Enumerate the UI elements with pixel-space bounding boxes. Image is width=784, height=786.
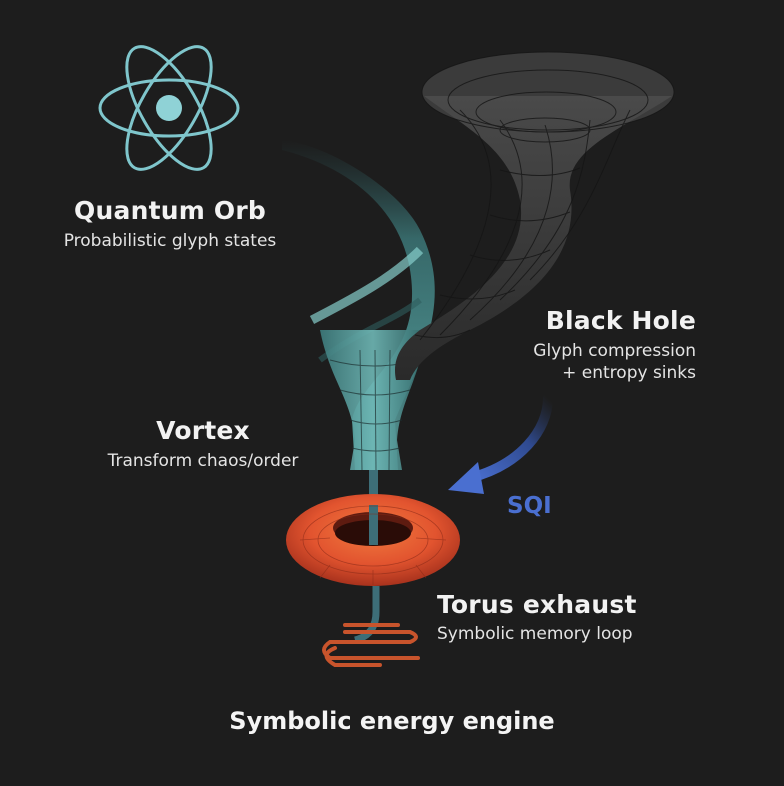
black-hole-line1: Glyph compression <box>533 341 696 361</box>
black-hole-label: Black Hole Glyph compression + entropy s… <box>480 306 696 383</box>
quantum-orb-label: Quantum Orb Probabilistic glyph states <box>40 196 300 251</box>
atom-icon <box>98 45 240 171</box>
quantum-orb-subtitle: Probabilistic glyph states <box>63 231 277 251</box>
footer-title: Symbolic energy engine <box>229 707 555 735</box>
vortex-label: Vortex Transform chaos/order <box>90 416 316 471</box>
black-hole-funnel <box>395 51 675 380</box>
torus-label: Torus exhaust Symbolic memory loop <box>437 590 637 644</box>
torus-subtitle: Symbolic memory loop <box>437 624 633 644</box>
coil-loop <box>322 586 420 667</box>
sqi-arrow <box>448 393 553 494</box>
vortex-title: Vortex <box>156 416 250 445</box>
quantum-orb-title: Quantum Orb <box>74 196 266 225</box>
black-hole-title: Black Hole <box>545 306 696 335</box>
torus-ring <box>286 494 460 586</box>
sqi-label: SQI <box>507 493 552 519</box>
black-hole-line2: + entropy sinks <box>562 363 696 383</box>
torus-title: Torus exhaust <box>437 590 637 619</box>
vortex-subtitle: Transform chaos/order <box>107 451 299 471</box>
